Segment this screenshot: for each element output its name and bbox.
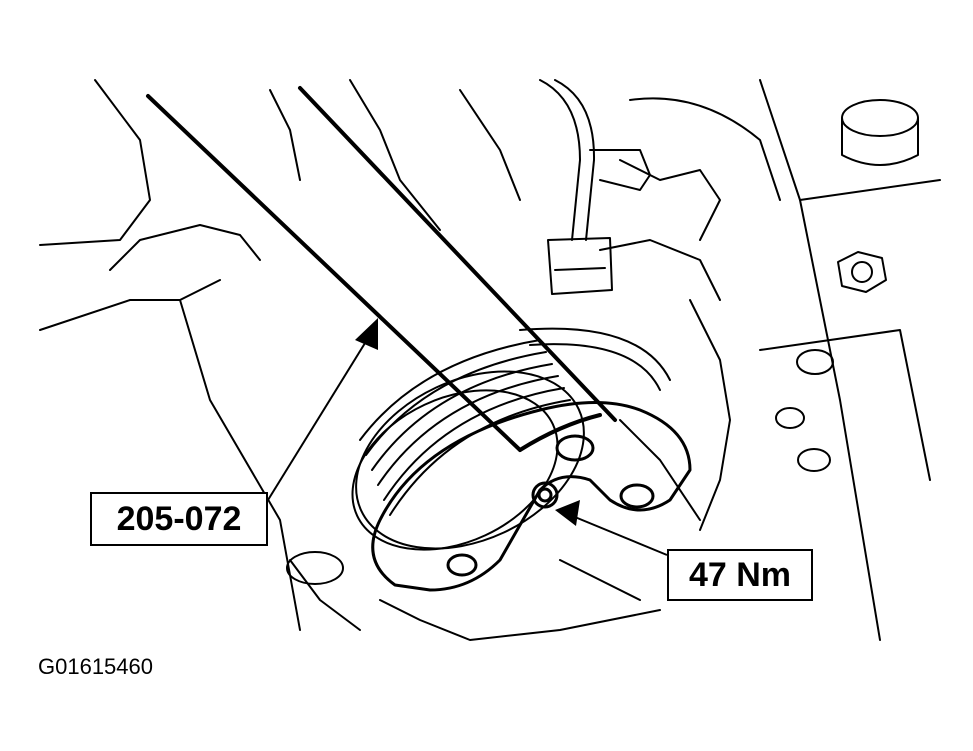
- fuel-line: [539, 79, 651, 295]
- leader-torque: [555, 500, 668, 556]
- plate-hole: [797, 448, 831, 472]
- crank-pulley: [351, 327, 671, 551]
- leader-tool: [267, 318, 378, 501]
- torque-callout: 47 Nm: [667, 549, 813, 601]
- tool-number-callout: 205-072: [90, 492, 268, 546]
- bolt-head-top: [841, 99, 919, 166]
- tool-handle: [146, 86, 617, 452]
- figure-id: G01615460: [38, 654, 153, 679]
- engine-block-outline: [39, 79, 941, 641]
- plate-hole: [286, 551, 344, 585]
- hex-bolt: [837, 251, 887, 293]
- plate-hole: [796, 349, 834, 375]
- plate-hole: [775, 407, 805, 429]
- holding-tool-plate: [371, 401, 692, 592]
